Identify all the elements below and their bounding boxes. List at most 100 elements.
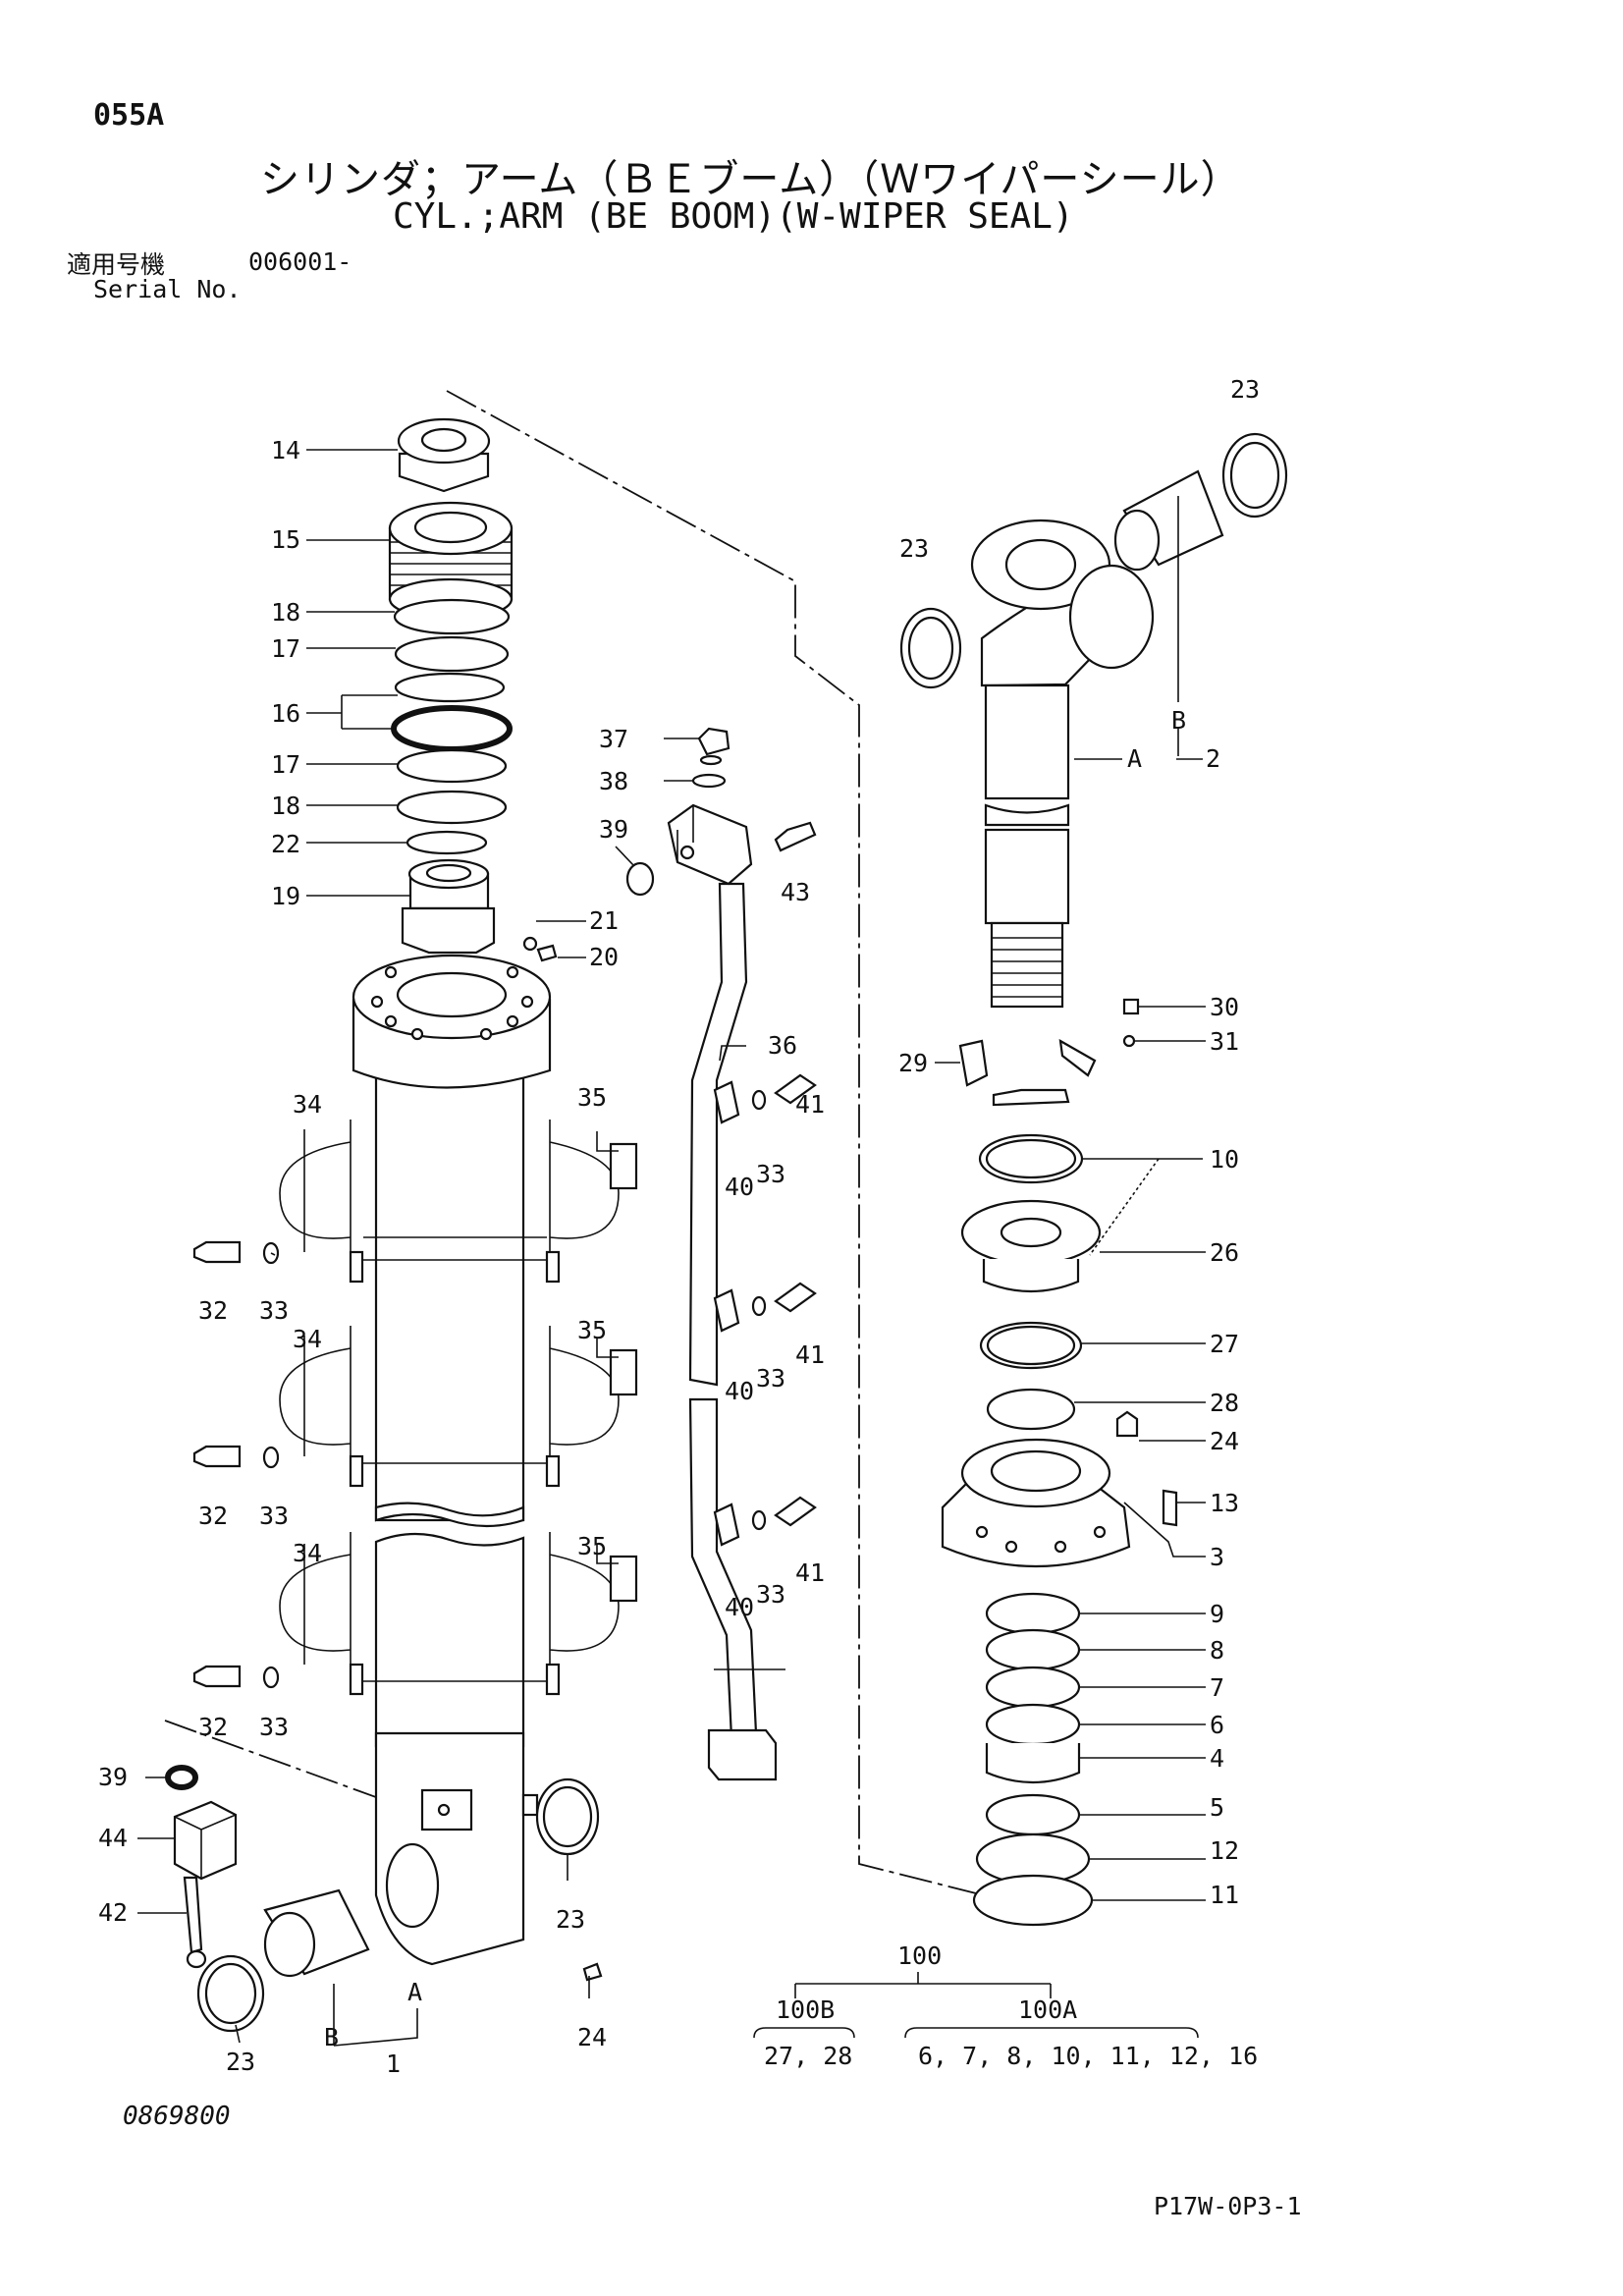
label-B-right: B: [1171, 706, 1186, 735]
label-24a: 24: [577, 2023, 607, 2051]
label-26: 26: [1210, 1238, 1239, 1267]
label-18a: 18: [271, 598, 300, 627]
label-41a: 41: [795, 1090, 825, 1119]
label-32b: 32: [198, 1502, 228, 1530]
label-10: 10: [1210, 1145, 1239, 1174]
label-11: 11: [1210, 1881, 1239, 1909]
label-33f: 33: [756, 1580, 785, 1609]
label-A-right: A: [1127, 744, 1142, 773]
label-33b: 33: [259, 1502, 289, 1530]
label-23-top-right: 23: [1230, 375, 1260, 404]
label-B-left: B: [324, 2023, 339, 2051]
label-29: 29: [898, 1049, 928, 1077]
piston-seals-4-12: [972, 1592, 1094, 1927]
kit-brackets: [753, 2027, 1199, 2039]
label-44: 44: [98, 1824, 128, 1852]
callout-labels: 14 15 18 17 16 17 18 22 19 21 20 34 35 3…: [98, 375, 1260, 2078]
part-43-block: [625, 727, 817, 897]
bolt-32-washer-33-row1: [192, 1240, 280, 1265]
label-39a: 39: [599, 815, 628, 844]
drawing-number: 0869800: [123, 2102, 231, 2131]
page-code-number: 055A: [93, 98, 165, 133]
label-15: 15: [271, 525, 300, 554]
label-14: 14: [271, 436, 300, 465]
serial-label-japanese: 適用号機: [67, 250, 166, 279]
label-17b: 17: [271, 750, 300, 779]
label-21: 21: [589, 906, 619, 935]
label-40b: 40: [725, 1377, 754, 1405]
label-30: 30: [1210, 993, 1239, 1021]
clamp-set-lower: [279, 1532, 638, 1696]
part-3-rod-cover: [941, 1438, 1178, 1568]
label-2: 2: [1206, 744, 1220, 773]
label-23-bottom-left: 23: [226, 2048, 255, 2076]
serial-number-range: 006001-: [248, 247, 352, 276]
leader-lines: [137, 449, 1206, 2047]
label-7: 7: [1210, 1673, 1224, 1702]
label-31: 31: [1210, 1027, 1239, 1056]
label-35a: 35: [577, 1083, 607, 1112]
label-1: 1: [386, 2050, 401, 2078]
label-23-top-left: 23: [899, 534, 929, 563]
label-12: 12: [1210, 1836, 1239, 1865]
serial-label-english: Serial No.: [93, 275, 242, 303]
label-27: 27: [1210, 1330, 1239, 1358]
label-32c: 32: [198, 1713, 228, 1741]
label-8: 8: [1210, 1636, 1224, 1665]
clamp-set-middle: [279, 1326, 638, 1488]
label-39b: 39: [98, 1763, 128, 1791]
label-kit-100B: 100B: [776, 1995, 835, 2024]
kit-100A-contents: 6, 7, 8, 10, 11, 12, 16: [918, 2042, 1258, 2070]
label-23-bottom-mid: 23: [556, 1905, 585, 1934]
label-37: 37: [599, 725, 628, 753]
label-3: 3: [1210, 1543, 1224, 1571]
label-43: 43: [781, 878, 810, 906]
label-22: 22: [271, 830, 300, 858]
label-24b: 24: [1210, 1427, 1239, 1455]
part-14-dust-seal: [397, 417, 491, 493]
label-32a: 32: [198, 1296, 228, 1325]
label-20: 20: [589, 943, 619, 971]
part-1-cylinder-tube: [352, 954, 552, 1966]
stopper-29-30-31: [958, 998, 1140, 1107]
label-5: 5: [1210, 1793, 1224, 1822]
label-17a: 17: [271, 634, 300, 663]
label-42: 42: [98, 1898, 128, 1927]
brackets-40-41-33: [713, 1073, 817, 1547]
label-kit-100A: 100A: [1018, 1995, 1077, 2024]
label-33d: 33: [756, 1160, 785, 1188]
seal-rings-16-18: [391, 598, 513, 855]
parts-39-44-42-23-bushing: [165, 1765, 603, 2033]
label-40a: 40: [725, 1173, 754, 1201]
rod-side-seals-10-26-27-28: [960, 1133, 1139, 1438]
page-code: P17W-0P3-1: [1154, 2192, 1302, 2220]
label-41c: 41: [795, 1558, 825, 1587]
bolt-32-washer-33-row3: [192, 1665, 280, 1689]
label-40c: 40: [725, 1593, 754, 1621]
label-38: 38: [599, 767, 628, 795]
label-kit-100: 100: [897, 1941, 942, 1970]
label-34b: 34: [293, 1325, 322, 1353]
kit-100B-contents: 27, 28: [764, 2042, 852, 2070]
bushing-and-rings-23: [899, 432, 1288, 689]
title-english: CYL.;ARM (BE BOOM)(W-WIPER SEAL): [393, 196, 1074, 237]
label-33c: 33: [259, 1713, 289, 1741]
label-35b: 35: [577, 1316, 607, 1344]
label-9: 9: [1210, 1600, 1224, 1628]
label-33a: 33: [259, 1296, 289, 1325]
label-34a: 34: [293, 1090, 322, 1119]
label-41b: 41: [795, 1340, 825, 1369]
label-34c: 34: [293, 1539, 322, 1567]
part-36-pipe: [688, 882, 778, 1781]
label-13: 13: [1210, 1489, 1239, 1517]
label-A-left: A: [407, 1978, 422, 2006]
label-16: 16: [271, 699, 300, 728]
title-japanese: シリンダ；アーム（ＢＥブーム）（Ｗワイパーシール）: [260, 157, 1241, 202]
part-15-cylinder-head: [388, 501, 514, 621]
clamp-set-upper: [279, 1120, 638, 1284]
label-19: 19: [271, 882, 300, 910]
label-6: 6: [1210, 1711, 1224, 1739]
dotted-leader-10-26: [1089, 1158, 1160, 1256]
label-35c: 35: [577, 1532, 607, 1560]
